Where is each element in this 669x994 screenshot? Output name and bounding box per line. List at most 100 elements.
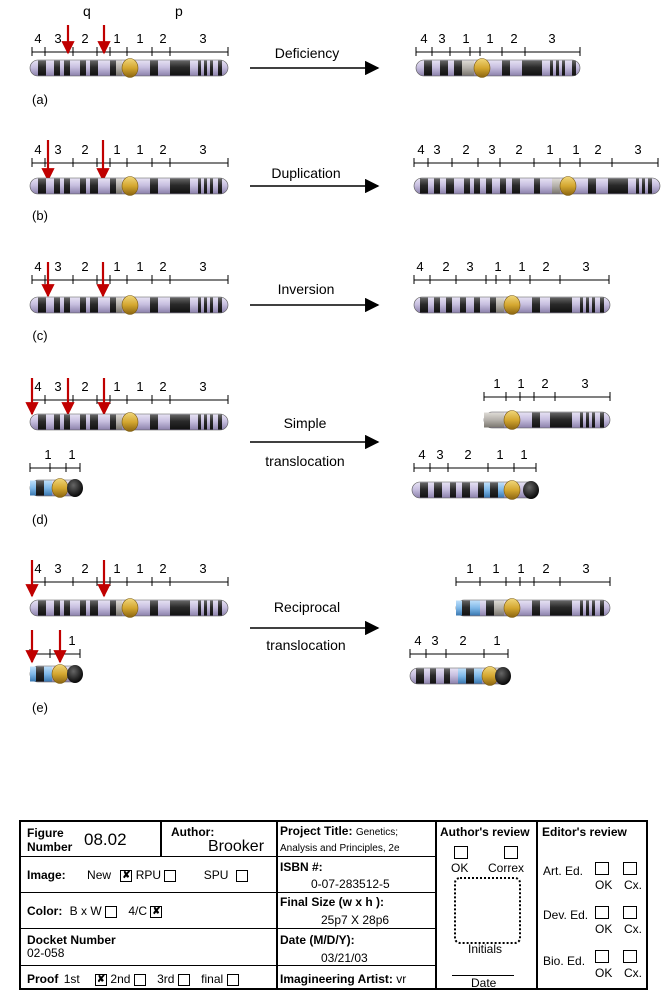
proof-1st-checkbox[interactable]: ✘ (95, 973, 108, 986)
band-number: 3 (199, 379, 206, 394)
q-arm-label: q (83, 3, 91, 19)
figure-info-form: Figure Number 08.02 Author: Brooker Proj… (19, 820, 648, 990)
panel-d-letter: (d) (32, 512, 48, 527)
proof-final-checkbox[interactable] (226, 973, 239, 986)
chromosome-band (522, 60, 542, 76)
centromere (121, 176, 139, 196)
chromosome-band (434, 178, 440, 194)
chromosome-band (204, 414, 207, 430)
chromosome-band (454, 60, 462, 76)
chromosome-band (210, 414, 213, 430)
duplication-result-chromosome (413, 176, 661, 196)
centromere (503, 480, 521, 500)
image-new-checkbox[interactable]: ✘ (120, 869, 133, 882)
chromosome-band (198, 600, 201, 616)
band-number: 3 (466, 259, 473, 274)
chromosome-band (532, 412, 540, 428)
band-number: 3 (199, 561, 206, 576)
band-number: 4 (34, 31, 41, 46)
chromosome-band (90, 297, 98, 313)
final-size-label: Final Size (w x h ): (280, 895, 385, 909)
chromosome-band (64, 297, 70, 313)
initials-box[interactable] (454, 877, 521, 944)
band-number: 1 (494, 259, 501, 274)
band-number: 4 (420, 31, 427, 46)
chromosome-band (80, 60, 86, 76)
small-band-ruler (29, 463, 81, 472)
chromosome-band (446, 178, 454, 194)
band-number: 2 (81, 142, 88, 157)
band-number: 3 (634, 142, 641, 157)
dev-ed-ok-checkbox[interactable] (595, 906, 609, 919)
art-ed-cx-checkbox[interactable] (623, 862, 637, 875)
author-ok-checkbox[interactable] (454, 846, 468, 859)
band-number: 1 (486, 31, 493, 46)
author-correx-checkbox[interactable] (504, 846, 518, 859)
band-number: 3 (199, 142, 206, 157)
author-correx-label: Correx (488, 861, 525, 875)
bio-ed-ok-checkbox[interactable] (595, 950, 609, 963)
band-number: 1 (466, 561, 473, 576)
chromosome-band (150, 414, 158, 430)
image-rpu-checkbox[interactable] (164, 869, 177, 882)
band-number: 2 (81, 561, 88, 576)
chromosome-band (204, 600, 207, 616)
date-label: Date (M/D/Y): (280, 933, 355, 947)
band-number: 2 (462, 142, 469, 157)
final-size-value: 25p7 X 28p6 (321, 913, 390, 927)
chromosome-band (38, 600, 46, 616)
band-number: 1 (517, 376, 524, 391)
band-number: 2 (542, 561, 549, 576)
project-title-label: Project Title: (280, 824, 353, 838)
reciprocal-short-chromosome (409, 666, 511, 686)
chromosome-band (486, 178, 492, 194)
chromosome-band (444, 668, 450, 684)
left-chromosome (29, 295, 229, 315)
band-number: 1 (496, 447, 503, 462)
band-number: 1 (136, 379, 143, 394)
art-ed-ok-checkbox[interactable] (595, 862, 609, 875)
band-number: 3 (488, 142, 495, 157)
color-4c-checkbox[interactable]: ✘ (150, 905, 163, 918)
black-telomere (495, 667, 511, 685)
dev-ed-cx-checkbox[interactable] (623, 906, 637, 919)
band-number: 1 (68, 633, 75, 648)
band-number: 2 (159, 31, 166, 46)
band-number: 1 (546, 142, 553, 157)
color-bw-checkbox[interactable] (105, 905, 118, 918)
chromosome-band (150, 297, 158, 313)
chromosome-band (198, 178, 201, 194)
chromosome-band (44, 666, 52, 682)
chromosome-band (474, 668, 482, 684)
image-spu-label: SPU (203, 868, 229, 882)
image-spu-checkbox[interactable] (235, 869, 248, 882)
band-number: 4 (414, 633, 421, 648)
chromosome-band (44, 480, 52, 496)
proof-3rd-checkbox[interactable] (177, 973, 190, 986)
proof-1st-label: 1st (63, 972, 80, 986)
centromere (51, 478, 69, 498)
chromosome-band (552, 178, 560, 194)
chromosome-band (464, 178, 470, 194)
band-number: 4 (34, 259, 41, 274)
chromosome-band (572, 60, 576, 76)
band-number: 1 (518, 259, 525, 274)
chromosome-band (500, 178, 506, 194)
chromosome-band (80, 297, 86, 313)
art-ed-ok-label: OK (595, 878, 613, 892)
left-chromosome (29, 176, 229, 196)
bio-ed-cx-checkbox[interactable] (623, 950, 637, 963)
chromosome-band (210, 178, 213, 194)
chromosome-band (648, 178, 652, 194)
right-band-ruler (413, 158, 659, 167)
left-band-ruler (31, 47, 229, 56)
right-top-band-ruler (483, 392, 611, 401)
band-number: 1 (493, 633, 500, 648)
chromosome-band (110, 60, 116, 76)
band-number: 3 (54, 142, 61, 157)
proof-2nd-checkbox[interactable] (133, 973, 146, 986)
color-label: Color: (27, 904, 63, 918)
artist-value: vr (396, 972, 407, 986)
chromosome-band (496, 297, 504, 313)
